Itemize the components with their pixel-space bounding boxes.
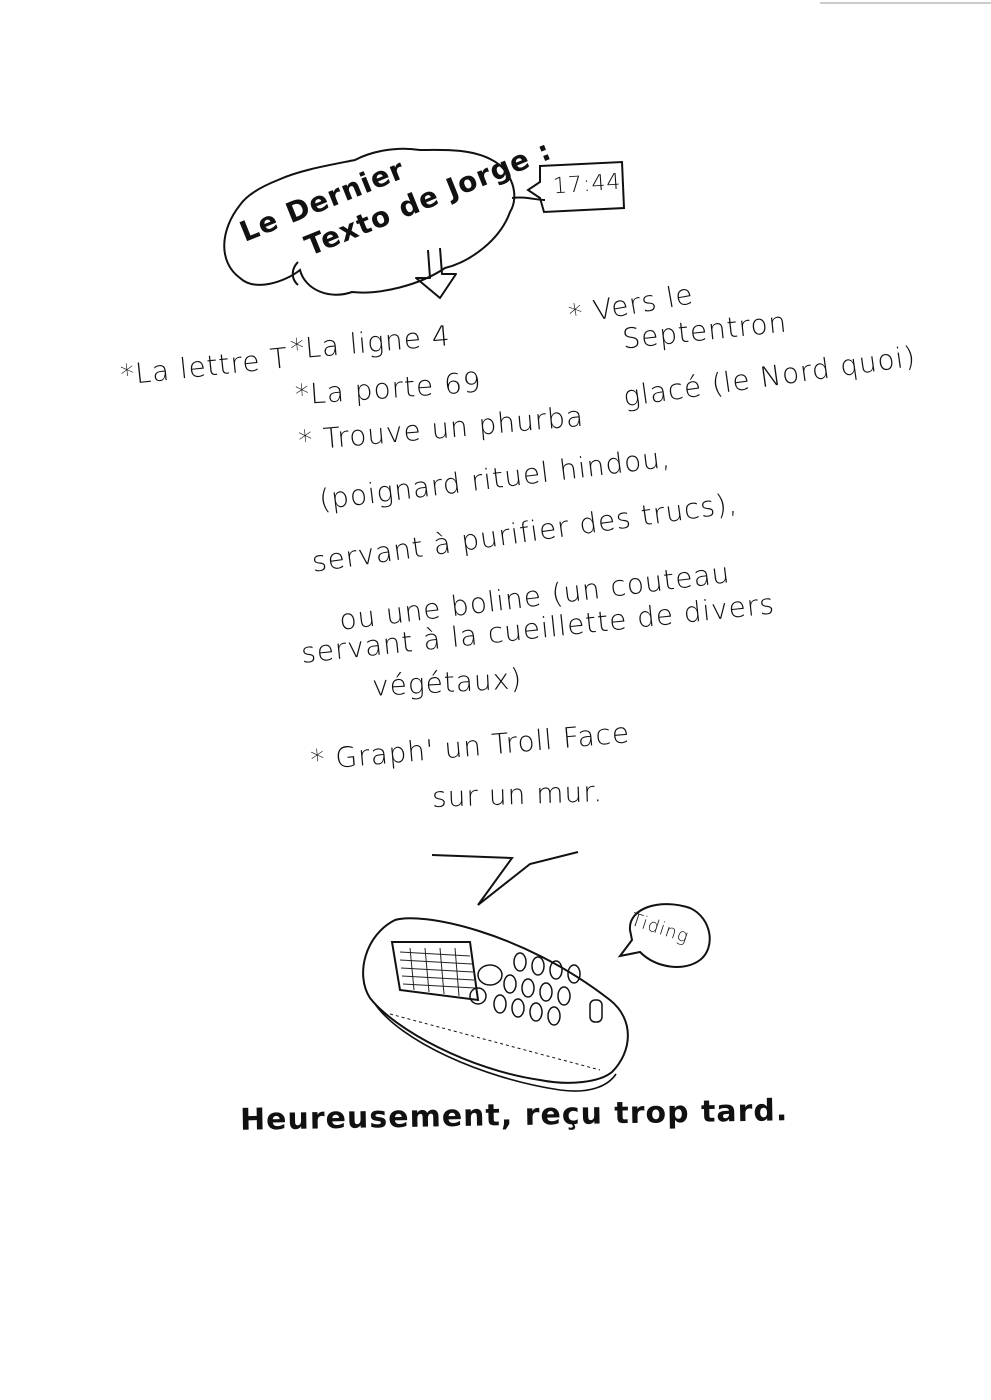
time-connector [511,196,546,201]
title-bracket [291,261,299,286]
cell-phone-drawing [362,917,629,1092]
time-box [526,160,626,214]
time-label: 17:44 [552,169,623,200]
item-middle-10: sur un mur. [431,775,604,814]
phone-screen [390,941,480,1002]
title-cloud [223,147,516,296]
sound-bubble [617,903,711,968]
signal-bolt-icon [431,851,579,906]
down-arrow [415,247,457,299]
